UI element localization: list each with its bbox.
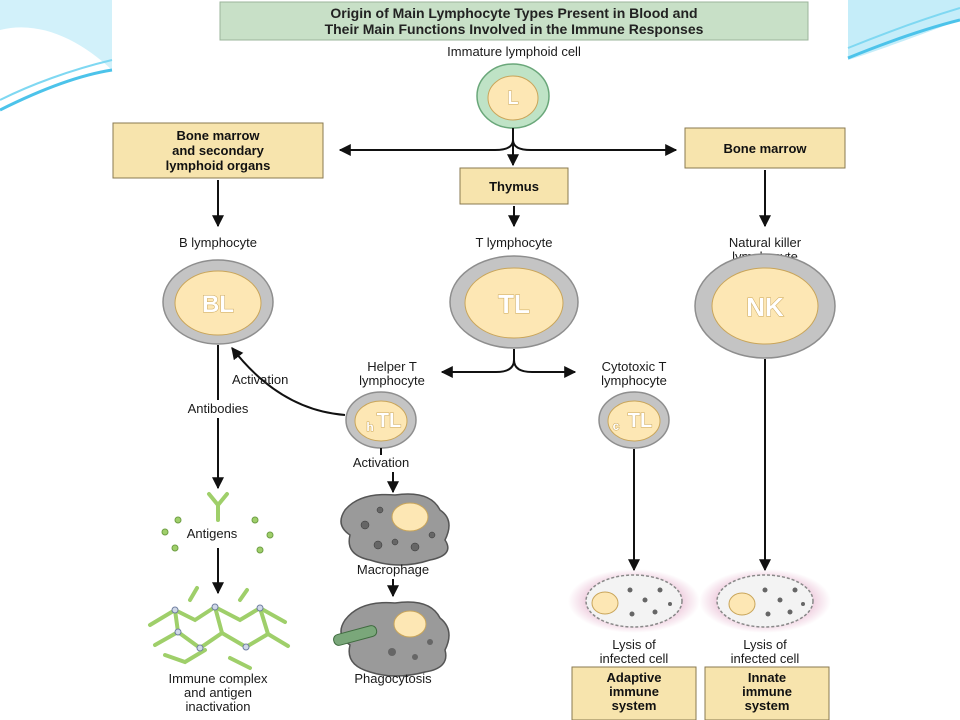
svg-text:and secondary: and secondary xyxy=(172,143,265,158)
svg-text:Thymus: Thymus xyxy=(489,179,539,194)
svg-text:system: system xyxy=(745,698,790,713)
svg-text:c: c xyxy=(613,419,620,433)
phagocytosis-label: Phagocytosis xyxy=(354,671,432,686)
svg-text:TL: TL xyxy=(377,410,401,432)
box-thymus: Thymus xyxy=(459,167,569,205)
box-bone-marrow: Bone marrow xyxy=(684,127,846,169)
svg-text:h: h xyxy=(366,420,373,434)
background-decor xyxy=(0,0,960,112)
immune-complex-icon xyxy=(148,586,290,670)
svg-text:lymphoid organs: lymphoid organs xyxy=(166,158,271,173)
lysis-cell-innate xyxy=(699,569,831,633)
svg-text:Innate: Innate xyxy=(748,670,786,685)
activation-down-label: Activation xyxy=(353,455,409,470)
title-line-1: Origin of Main Lymphocyte Types Present … xyxy=(330,5,697,21)
macrophage-label: Macrophage xyxy=(357,562,429,577)
nk-label-line-1: Natural killer xyxy=(729,235,802,250)
antigen-dots xyxy=(161,516,274,554)
svg-text:Adaptive: Adaptive xyxy=(607,670,662,685)
antibodies-label: Antibodies xyxy=(188,401,249,416)
lysis-left-line-1: Lysis of xyxy=(612,637,656,652)
t-lymphocyte-label: T lymphocyte xyxy=(475,235,552,250)
svg-text:immune: immune xyxy=(609,684,659,699)
lysis-right-line-2: infected cell xyxy=(731,651,800,666)
antigens-label: Antigens xyxy=(187,526,238,541)
cytotoxic-t-cell: c TL xyxy=(598,391,670,449)
title-line-2: Their Main Functions Involved in the Imm… xyxy=(325,21,704,37)
immune-complex-line-1: Immune complex xyxy=(169,671,268,686)
diagram-title: Origin of Main Lymphocyte Types Present … xyxy=(219,1,809,41)
immune-complex-antigens xyxy=(171,603,264,652)
cytotoxic-label-line-1: Cytotoxic T xyxy=(602,359,667,374)
svg-text:Bone marrow: Bone marrow xyxy=(723,141,807,156)
svg-text:TL: TL xyxy=(628,410,652,432)
immune-complex-line-2: and antigen xyxy=(184,685,252,700)
macrophage-icon xyxy=(340,493,450,566)
antibody-icon xyxy=(207,492,229,522)
b-lymphocyte-label: B lymphocyte xyxy=(179,235,257,250)
svg-text:system: system xyxy=(612,698,657,713)
helper-label-line-2: lymphocyte xyxy=(359,373,425,388)
cytotoxic-label-line-2: lymphocyte xyxy=(601,373,667,388)
svg-text:BL: BL xyxy=(202,291,234,318)
antibodies-label-bg xyxy=(180,400,256,418)
svg-text:immune: immune xyxy=(742,684,792,699)
activation-left-label: Activation xyxy=(232,372,288,387)
svg-text:Bone marrow: Bone marrow xyxy=(176,128,260,143)
immature-lymphoid-cell: L xyxy=(476,63,550,129)
svg-text:NK: NK xyxy=(746,292,784,322)
immature-cell-letter: L xyxy=(508,88,519,108)
activation-arrow-to-b xyxy=(231,347,346,416)
nk-lymphocyte-cell: NK xyxy=(694,253,836,359)
phagocytosis-icon xyxy=(333,601,450,677)
immature-cell-label: Immature lymphoid cell xyxy=(447,44,581,59)
box-adaptive-immune-system: Adaptive immune system xyxy=(571,666,697,720)
b-lymphocyte-cell: BL xyxy=(162,259,274,345)
box-innate-immune-system: Innate immune system xyxy=(704,666,830,720)
lysis-left-line-2: infected cell xyxy=(600,651,669,666)
lysis-cell-adaptive xyxy=(568,569,700,633)
lysis-right-line-1: Lysis of xyxy=(743,637,787,652)
helper-t-cell: h TL xyxy=(345,391,417,449)
t-lymphocyte-cell: TL xyxy=(449,255,579,349)
helper-label-line-1: Helper T xyxy=(367,359,417,374)
box-bone-marrow-secondary: Bone marrow and secondary lymphoid organ… xyxy=(112,122,324,179)
svg-text:TL: TL xyxy=(498,289,530,319)
box-to-lymphocyte-arrows xyxy=(212,170,771,228)
immune-complex-line-3: inactivation xyxy=(185,699,250,714)
t-cell-split-connectors xyxy=(440,349,577,378)
top-branch-connectors xyxy=(338,128,678,167)
